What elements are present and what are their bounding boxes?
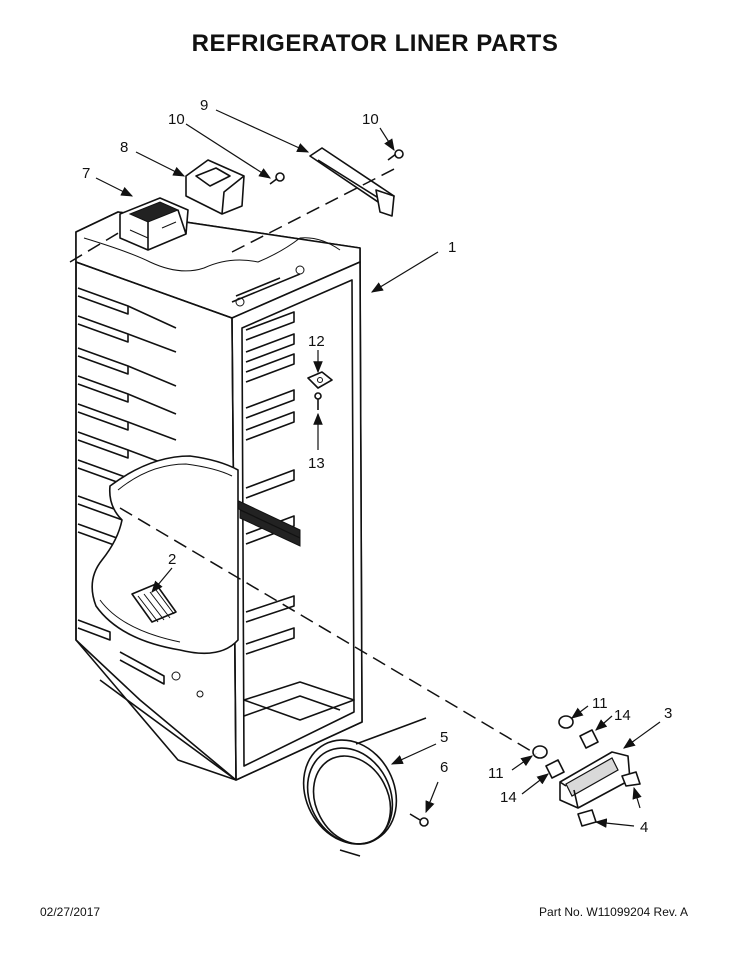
diagram-title: REFRIGERATOR LINER PARTS xyxy=(191,30,559,57)
callout-1: 1 xyxy=(448,239,456,256)
callout-labels: 1 2 3 4 5 6 7 8 9 10 10 11 11 12 13 14 1… xyxy=(82,97,672,836)
callout-6: 6 xyxy=(440,759,448,776)
screw-part-13 xyxy=(314,392,322,410)
light-housing-part xyxy=(559,751,631,809)
callout-12: 12 xyxy=(308,333,325,350)
bracket-part xyxy=(185,159,245,215)
callout-14-top: 14 xyxy=(614,707,631,724)
grille-part xyxy=(131,583,177,623)
callout-7: 7 xyxy=(82,165,90,182)
callout-11-top: 11 xyxy=(592,695,608,712)
callout-4: 4 xyxy=(640,819,648,836)
footer-part-number: Part No. W11099204 Rev. A xyxy=(539,905,688,919)
control-housing-part xyxy=(119,197,189,251)
rail-part xyxy=(309,147,395,217)
screw-part-10b xyxy=(387,149,404,161)
callout-14-bottom: 14 xyxy=(500,789,517,806)
callout-10-left: 10 xyxy=(168,111,185,128)
socket-part-14a xyxy=(579,729,599,749)
assembly-line-left xyxy=(69,231,121,263)
bulb-part-11b xyxy=(532,745,548,759)
pin-part-4b xyxy=(577,809,597,827)
clip-part-12 xyxy=(307,371,333,389)
refrigerator-liner xyxy=(75,211,363,781)
callout-13: 13 xyxy=(308,455,325,472)
wire-harness-part xyxy=(302,717,427,857)
screw-part-6 xyxy=(409,813,429,827)
callout-5: 5 xyxy=(440,729,448,746)
screw-part-10a xyxy=(269,172,285,185)
callout-10-right: 10 xyxy=(362,111,379,128)
callout-9: 9 xyxy=(200,97,208,114)
callout-8: 8 xyxy=(120,139,128,156)
leader-lines xyxy=(95,109,661,828)
assembly-line-top xyxy=(231,165,401,253)
footer-date: 02/27/2017 xyxy=(40,905,101,919)
assembly-line-bottom xyxy=(119,507,537,755)
pin-part-4a xyxy=(621,771,641,787)
callout-2: 2 xyxy=(168,551,176,568)
bulb-part-11a xyxy=(558,715,574,729)
callout-3: 3 xyxy=(664,705,672,722)
socket-part-14b xyxy=(545,759,565,779)
callout-11-bottom: 11 xyxy=(488,765,504,782)
